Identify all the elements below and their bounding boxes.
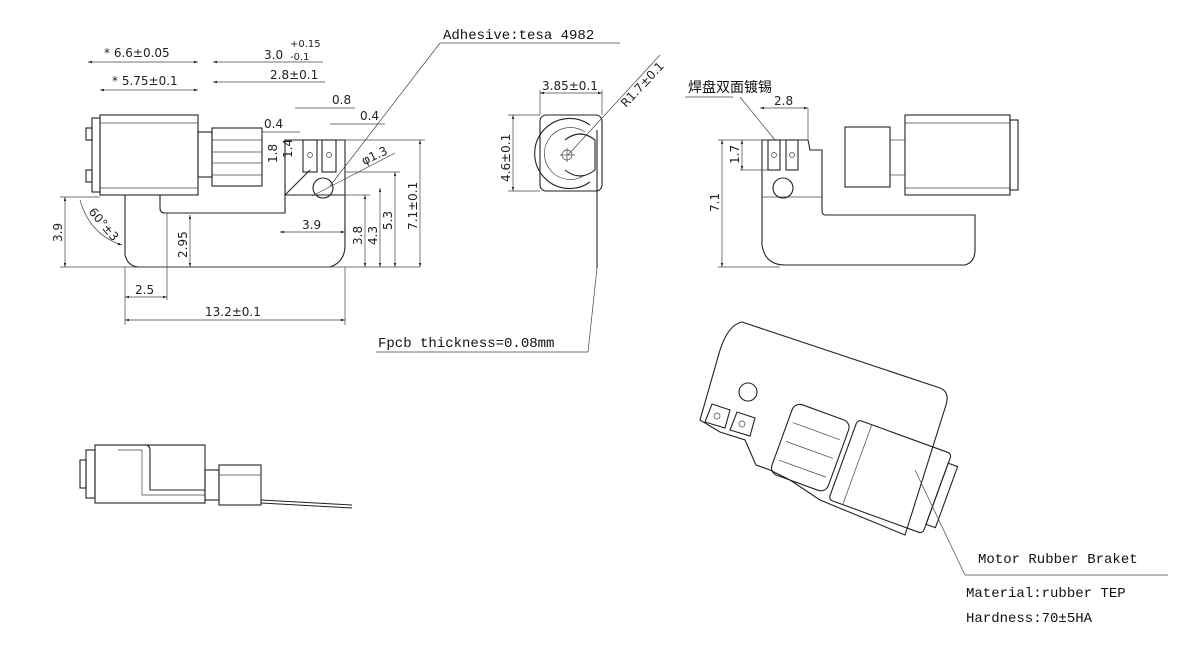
mounting-hole (312, 177, 334, 199)
material-label: Material:rubber TEP (966, 586, 1126, 602)
rubber-bracket (829, 420, 952, 534)
dim-motor-length: * 6.6±0.05 (104, 46, 170, 60)
dim-rubber-width: 3.0 (264, 48, 283, 62)
fpcb-bracket (124, 139, 346, 268)
top-view (79, 444, 353, 509)
dim-pad-height-inner: 1.4 (281, 139, 295, 158)
dim-rubber-tol-upper: +0.15 (290, 39, 321, 50)
fpcb-thickness-label: Fpcb thickness=0.08mm (378, 336, 554, 352)
dim-gear-width: 2.8±0.1 (270, 68, 318, 82)
fpcb-callout: Fpcb thickness=0.08mm (376, 267, 598, 353)
dim-height-3-8: 3.8 (351, 226, 365, 245)
dim-total-height: 7.1±0.1 (406, 182, 420, 230)
dim-can-length: * 5.75±0.1 (112, 74, 178, 88)
dim-bracket-step: 3.9 (302, 218, 321, 232)
dim-tab-width: 2.5 (135, 283, 154, 297)
rubber-gear (844, 126, 891, 188)
motor-body (904, 114, 1011, 196)
dim-height-4-3: 4.3 (366, 226, 380, 245)
adhesive-label: Adhesive:tesa 4982 (443, 28, 594, 44)
dim-end-radius: R1.7±0.1 (618, 59, 667, 110)
end-view: 3.85±0.1 4.6±0.1 R1.7±0.1 (499, 54, 667, 268)
solder-pad (302, 139, 318, 173)
dim-pad-pitch: 0.8 (332, 93, 351, 107)
dim-total-length: 13.2±0.1 (205, 305, 261, 319)
rubber-gear (770, 403, 850, 492)
dim-side-pad-span: 2.8 (774, 94, 793, 108)
dim-pad-width: 0.4 (360, 109, 379, 123)
side-view: 焊盘双面镀锡 2.8 1.7 7.1 (685, 79, 1019, 268)
dim-rubber-tol-lower: -0.1 (290, 52, 310, 63)
solder-pad (321, 139, 337, 173)
motor-body (99, 114, 199, 196)
rubber-notes: Motor Rubber Braket Material:rubber TEP … (965, 552, 1168, 627)
dim-left-height: 3.9 (51, 223, 65, 242)
dim-side-height: 7.1 (708, 193, 722, 212)
dim-end-width: 3.85±0.1 (542, 79, 598, 93)
rubber-gear (218, 464, 262, 506)
dim-side-pad-height: 1.7 (728, 145, 742, 164)
dim-pad-height-outer: 1.8 (266, 144, 280, 163)
dim-pad-gap: 0.4 (264, 117, 283, 131)
dim-angle: 60°±3 (86, 205, 122, 244)
dim-height-5-3: 5.3 (381, 211, 395, 230)
adhesive-callout: Adhesive:tesa 4982 (329, 28, 620, 187)
rubber-bracket-title: Motor Rubber Braket (978, 552, 1138, 568)
pad-plating-note: 焊盘双面镀锡 (688, 79, 772, 96)
front-view: * 6.6±0.05 * 5.75±0.1 3.0 +0.15 -0.1 2.8… (51, 39, 425, 325)
hardness-label: Hardness:70±5HA (966, 611, 1093, 627)
dim-hole-diameter: φ1.3 (359, 144, 389, 168)
rubber-gear (211, 127, 263, 187)
motor-endcap (91, 117, 101, 193)
isometric-view (699, 321, 966, 576)
dim-inner-height: 2.95 (176, 231, 190, 258)
dim-end-height: 4.6±0.1 (499, 134, 513, 182)
